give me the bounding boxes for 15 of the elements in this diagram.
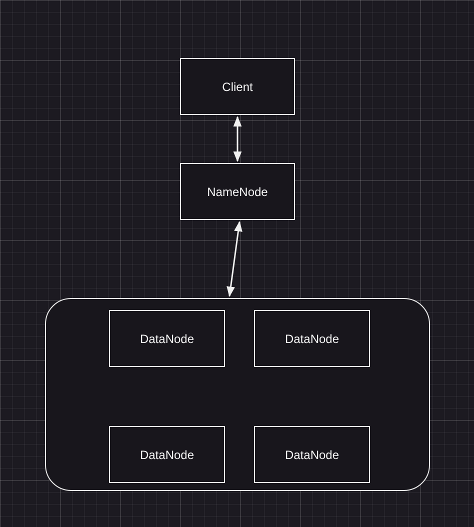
container-box (45, 298, 430, 491)
process-box (109, 310, 225, 367)
node-label: DataNode (284, 448, 340, 462)
node-label: Client (222, 80, 253, 94)
node-label: NameNode (207, 184, 268, 198)
double-arrow (226, 220, 242, 298)
process-box (254, 310, 370, 367)
node-label: DataNode (284, 332, 340, 346)
node-label: DataNode (140, 332, 194, 346)
node-label: DataNode (140, 448, 194, 462)
process-box (180, 163, 295, 220)
process-box (180, 58, 295, 115)
process-box (109, 426, 225, 483)
double-arrow (233, 116, 242, 162)
process-box (254, 426, 370, 483)
